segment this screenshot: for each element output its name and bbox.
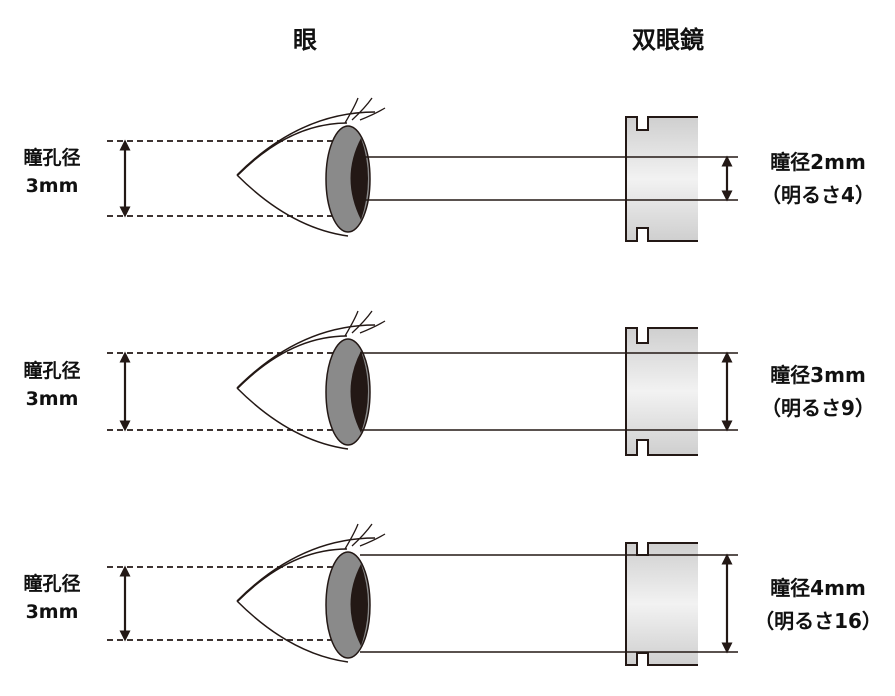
- eye-pupil-size: 3mm: [26, 175, 79, 197]
- diagram-row: 瞳孔径 3mm 瞳径2mm （明るさ4）: [23, 97, 875, 242]
- exit-pupil-label: 瞳径4mm: [770, 576, 866, 600]
- eye-pupil-label: 瞳孔径: [23, 572, 80, 595]
- eye-icon: [236, 310, 386, 450]
- diagram-row: 瞳孔径 3mm 瞳径3mm （明るさ9）: [23, 310, 875, 456]
- eyelash-icon: [344, 523, 386, 550]
- brightness-label: （明るさ16）: [754, 609, 882, 633]
- eye-pupil-size: 3mm: [26, 601, 79, 623]
- brightness-label: （明るさ4）: [761, 183, 875, 207]
- diagram-row: 瞳孔径 3mm 瞳径4mm （明るさ16）: [23, 523, 882, 666]
- header-eye: 眼: [293, 26, 317, 54]
- eyelash-icon: [344, 310, 386, 337]
- exit-pupil-label: 瞳径2mm: [770, 150, 866, 174]
- pupil-icon: [350, 564, 368, 646]
- header-binoculars: 双眼鏡: [632, 26, 704, 54]
- eye-icon: [236, 523, 386, 663]
- eye-pupil-label: 瞳孔径: [23, 359, 80, 382]
- binocular-icon: [625, 116, 698, 242]
- exit-pupil-label: 瞳径3mm: [770, 363, 866, 387]
- brightness-label: （明るさ9）: [761, 396, 875, 420]
- binocular-icon: [625, 327, 698, 456]
- pupil-icon: [350, 351, 368, 433]
- eyelash-icon: [344, 97, 386, 124]
- binocular-icon: [625, 542, 698, 666]
- eye-pupil-size: 3mm: [26, 388, 79, 410]
- eye-pupil-label: 瞳孔径: [23, 146, 80, 169]
